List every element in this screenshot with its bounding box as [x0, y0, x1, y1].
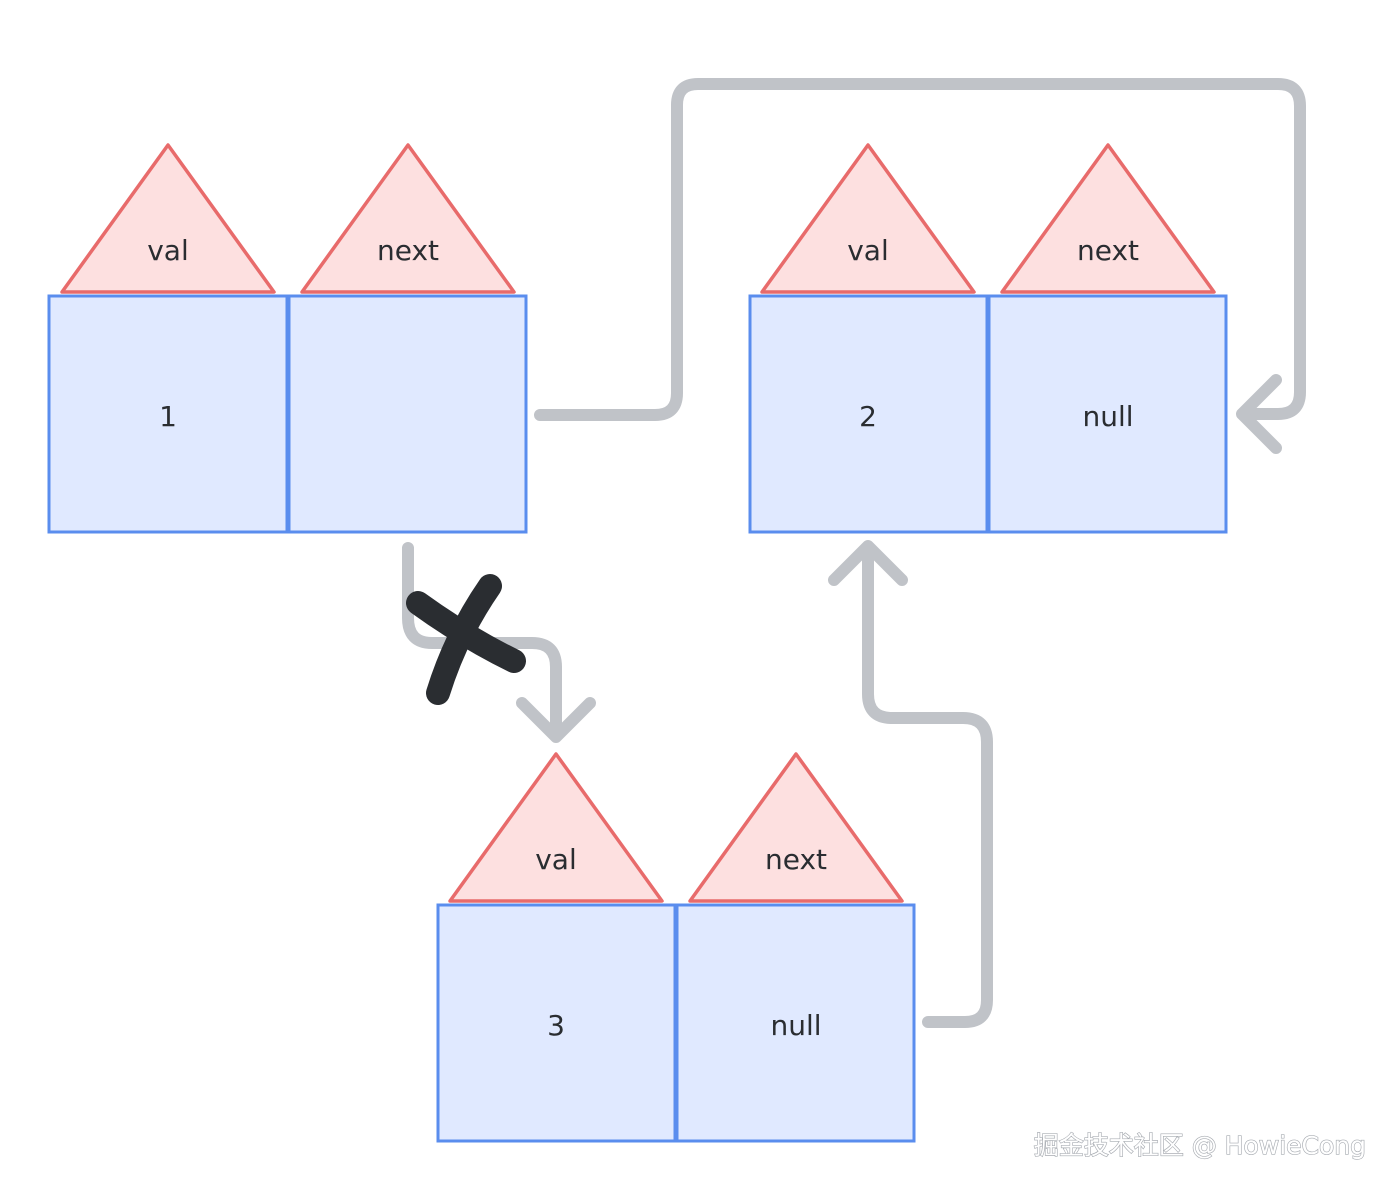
- node-3: val next 3 null: [436, 752, 916, 1143]
- node-1-next-label: next: [377, 234, 439, 267]
- node-2-next-cell: [987, 294, 1228, 534]
- node-3-val-cell: [436, 903, 677, 1143]
- link-node3-to-node2-path: [862, 542, 993, 1028]
- node-1-next-triangle-icon: [300, 143, 516, 294]
- node-2-val-cell: [748, 294, 989, 534]
- node-2-next-triangle-icon: [1000, 143, 1216, 294]
- node-3-next-label: next: [765, 843, 827, 876]
- link-node1-to-node2-path: [534, 78, 1306, 421]
- node-1-val-triangle-icon: [60, 143, 276, 294]
- node-3-val-label: val: [535, 843, 577, 876]
- node-1-val-value: 1: [159, 400, 177, 433]
- cross-mark-stroke-2: [426, 574, 502, 705]
- node-2-val-label: val: [847, 234, 889, 267]
- node-3-next-cell: [675, 903, 916, 1143]
- node-3-val-value: 3: [547, 1009, 565, 1042]
- node-3-val-triangle-icon: [448, 752, 664, 903]
- node-1-val-label: val: [147, 234, 189, 267]
- node-2-next-label: next: [1077, 234, 1139, 267]
- watermark: 掘金技术社区 @ HowieCong: [1034, 1131, 1366, 1160]
- node-3-next-value: null: [770, 1009, 821, 1042]
- node-1-val-cell: [47, 294, 289, 534]
- node-2-next-value: null: [1082, 400, 1133, 433]
- node-2-val-triangle-icon: [760, 143, 976, 294]
- node-2-val-value: 2: [859, 400, 877, 433]
- node-2: val next 2 null: [748, 143, 1228, 534]
- node-3-next-triangle-icon: [688, 752, 904, 903]
- link-node3-to-node2-arrowhead-icon: [828, 540, 908, 586]
- cross-mark-icon: [406, 574, 526, 705]
- node-1: val next 1: [47, 143, 528, 534]
- link-node1-to-node3-arrowhead-icon: [516, 697, 596, 743]
- node-1-next-cell: [287, 294, 528, 534]
- link-node1-to-node2-arrowhead-icon: [1236, 374, 1282, 454]
